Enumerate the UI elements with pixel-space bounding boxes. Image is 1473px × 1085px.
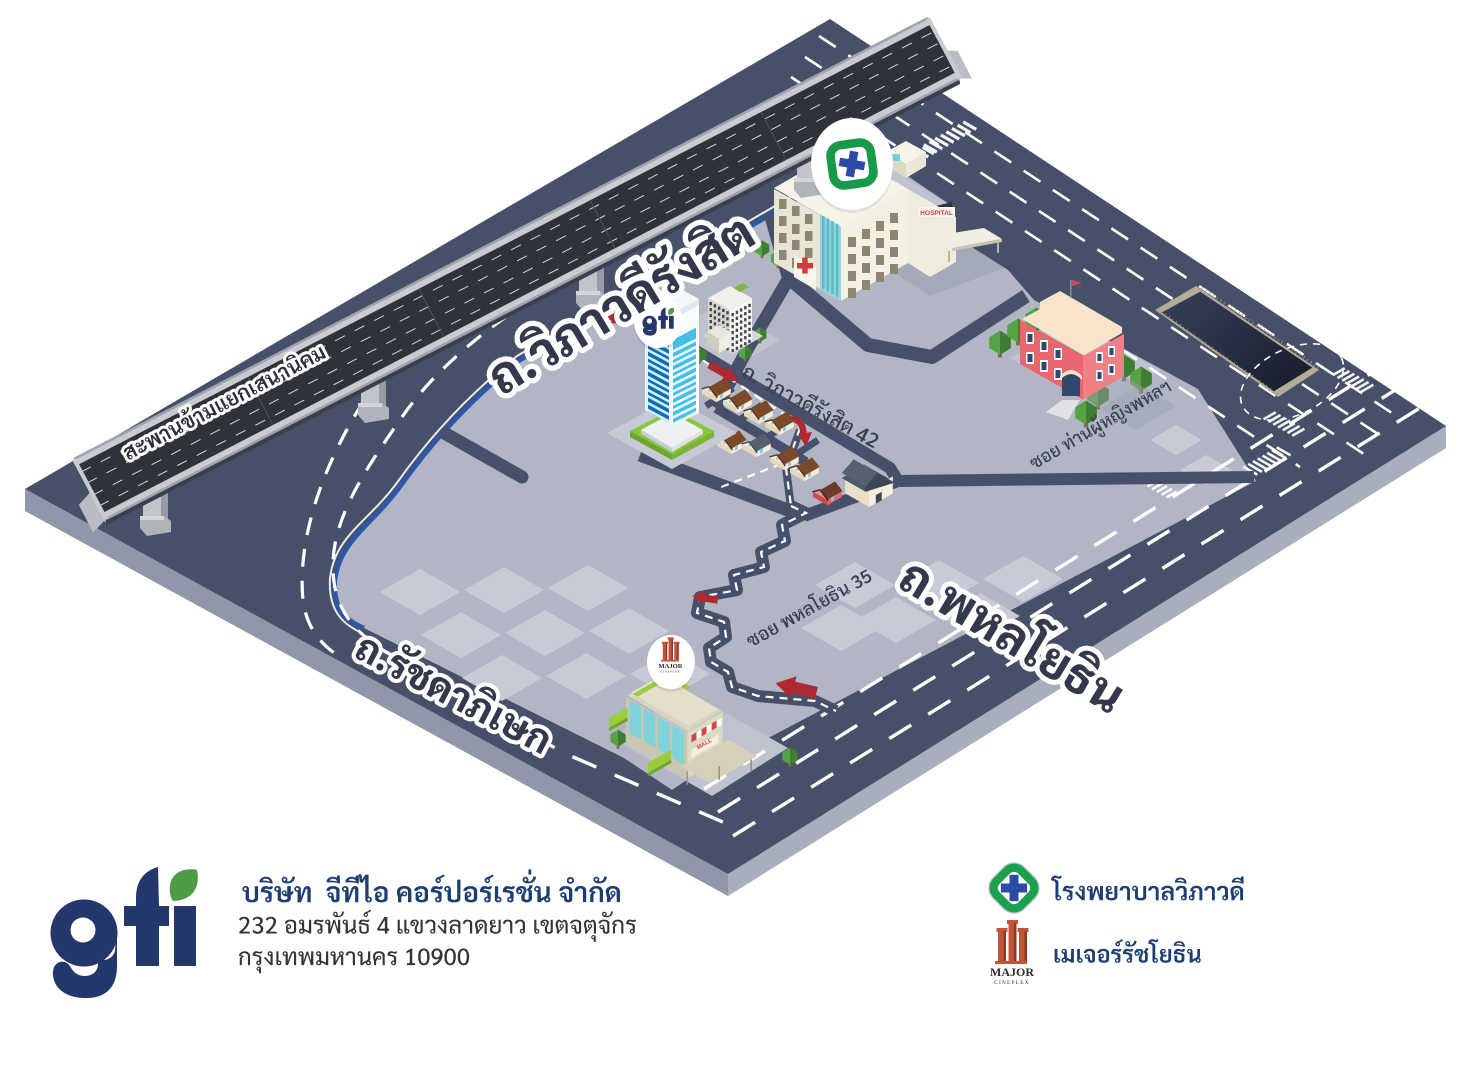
svg-text:HOSPITAL: HOSPITAL bbox=[920, 210, 953, 217]
svg-text:MAJOR: MAJOR bbox=[990, 965, 1034, 979]
svg-text:CINEPLEX: CINEPLEX bbox=[661, 670, 681, 674]
svg-text:MAJOR: MAJOR bbox=[658, 663, 682, 670]
svg-text:CINEPLEX: CINEPLEX bbox=[994, 980, 1030, 986]
